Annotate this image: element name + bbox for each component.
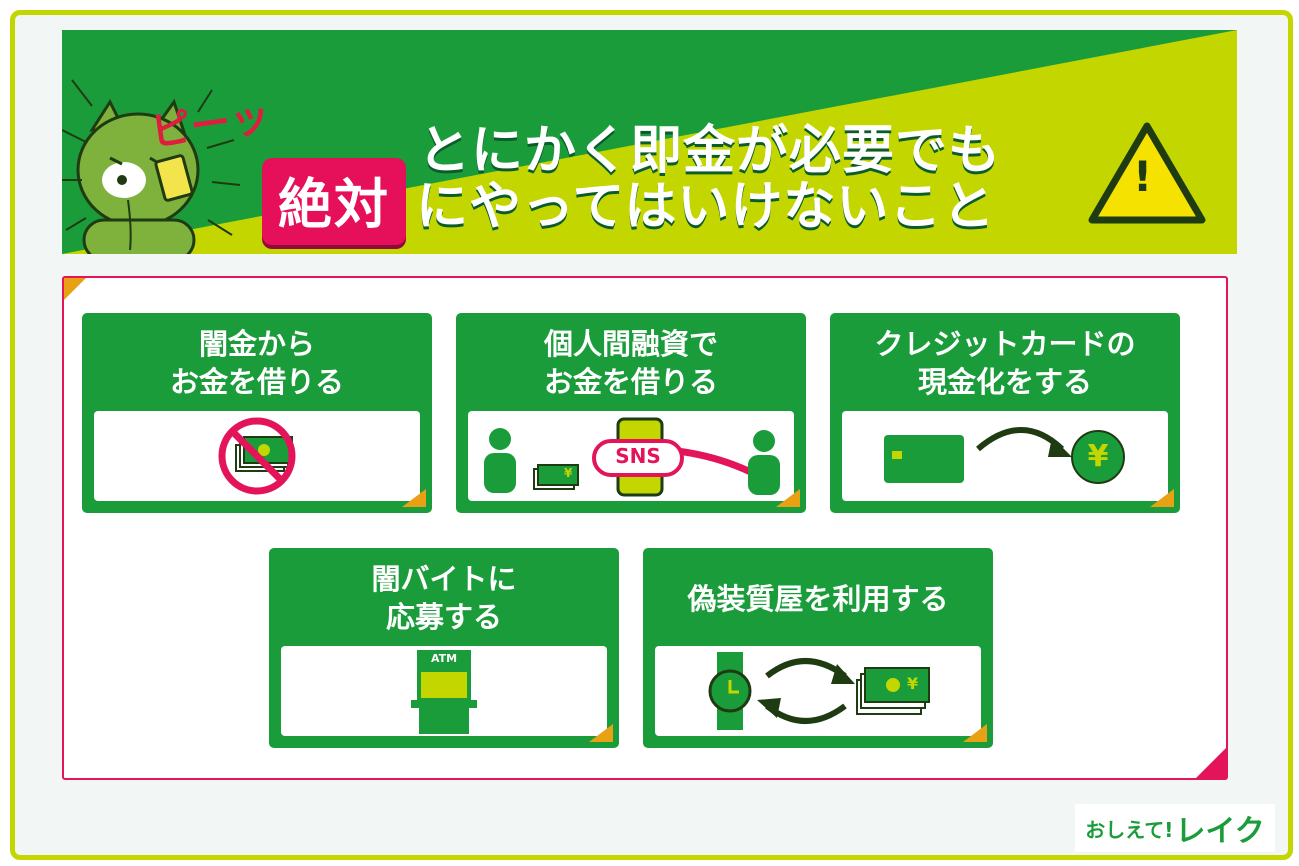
atm-icon (411, 650, 477, 734)
logo-prefix: おしえて! (1085, 817, 1174, 842)
panel-corner-icon (1196, 748, 1226, 778)
banner-title-line1: とにかく即金が必要でも (417, 121, 1001, 181)
card-title: 闇バイトに応募する (371, 562, 517, 634)
brand-logo: おしえて! レイク (1075, 804, 1275, 852)
watch-exchange-icon (708, 652, 930, 730)
card-title: 個人間融資でお金を借りる (543, 327, 718, 399)
card-title: クレジットカードの現金化をする (874, 327, 1136, 399)
currency-label: ¥ (564, 466, 573, 480)
card-illustration: ATM (281, 646, 607, 736)
sns-badge: SNS (615, 444, 661, 468)
banner-background (62, 30, 1237, 254)
panel-corner-icon (64, 278, 86, 300)
logo-name: レイク (1175, 814, 1265, 849)
card-illustration: ¥ (842, 411, 1168, 501)
dog-mascot-icon (76, 98, 200, 254)
warning-symbol: ! (1133, 152, 1153, 201)
yen-symbol: ¥ (1087, 439, 1109, 474)
card-dark-job: 闇バイトに応募する ATM (269, 548, 619, 748)
card-illustration: SNS ¥ (468, 411, 794, 501)
warning-icon (1088, 122, 1206, 224)
card-illustration: ¥ (655, 646, 981, 736)
currency-label: ¥ (907, 674, 919, 693)
card-illustration (94, 411, 420, 501)
card-personal-loan: 個人間融資でお金を借りる SNS ¥ (456, 313, 806, 513)
highlight-badge: 絶対 (262, 157, 406, 245)
no-money-icon (218, 417, 296, 495)
banner-title-line2: 絶対 にやってはいけないこと (262, 157, 996, 245)
card-to-yen-icon (884, 427, 1125, 484)
card-fake-pawnshop: 偽装質屋を利用する ¥ (643, 548, 993, 748)
card-credit-cash: クレジットカードの現金化をする ¥ (830, 313, 1180, 513)
atm-label: ATM (430, 652, 458, 665)
card-loan-shark: 闇金からお金を借りる (82, 313, 432, 513)
title-banner: ピーッ とにかく即金が必要でも 絶対 にやってはいけないこと ! (62, 30, 1237, 254)
banner-title-rest: にやってはいけないこと (416, 176, 996, 237)
card-title: 闇金からお金を借りる (169, 327, 344, 399)
card-title: 偽装質屋を利用する (687, 582, 949, 616)
sns-transfer-icon (484, 417, 780, 497)
